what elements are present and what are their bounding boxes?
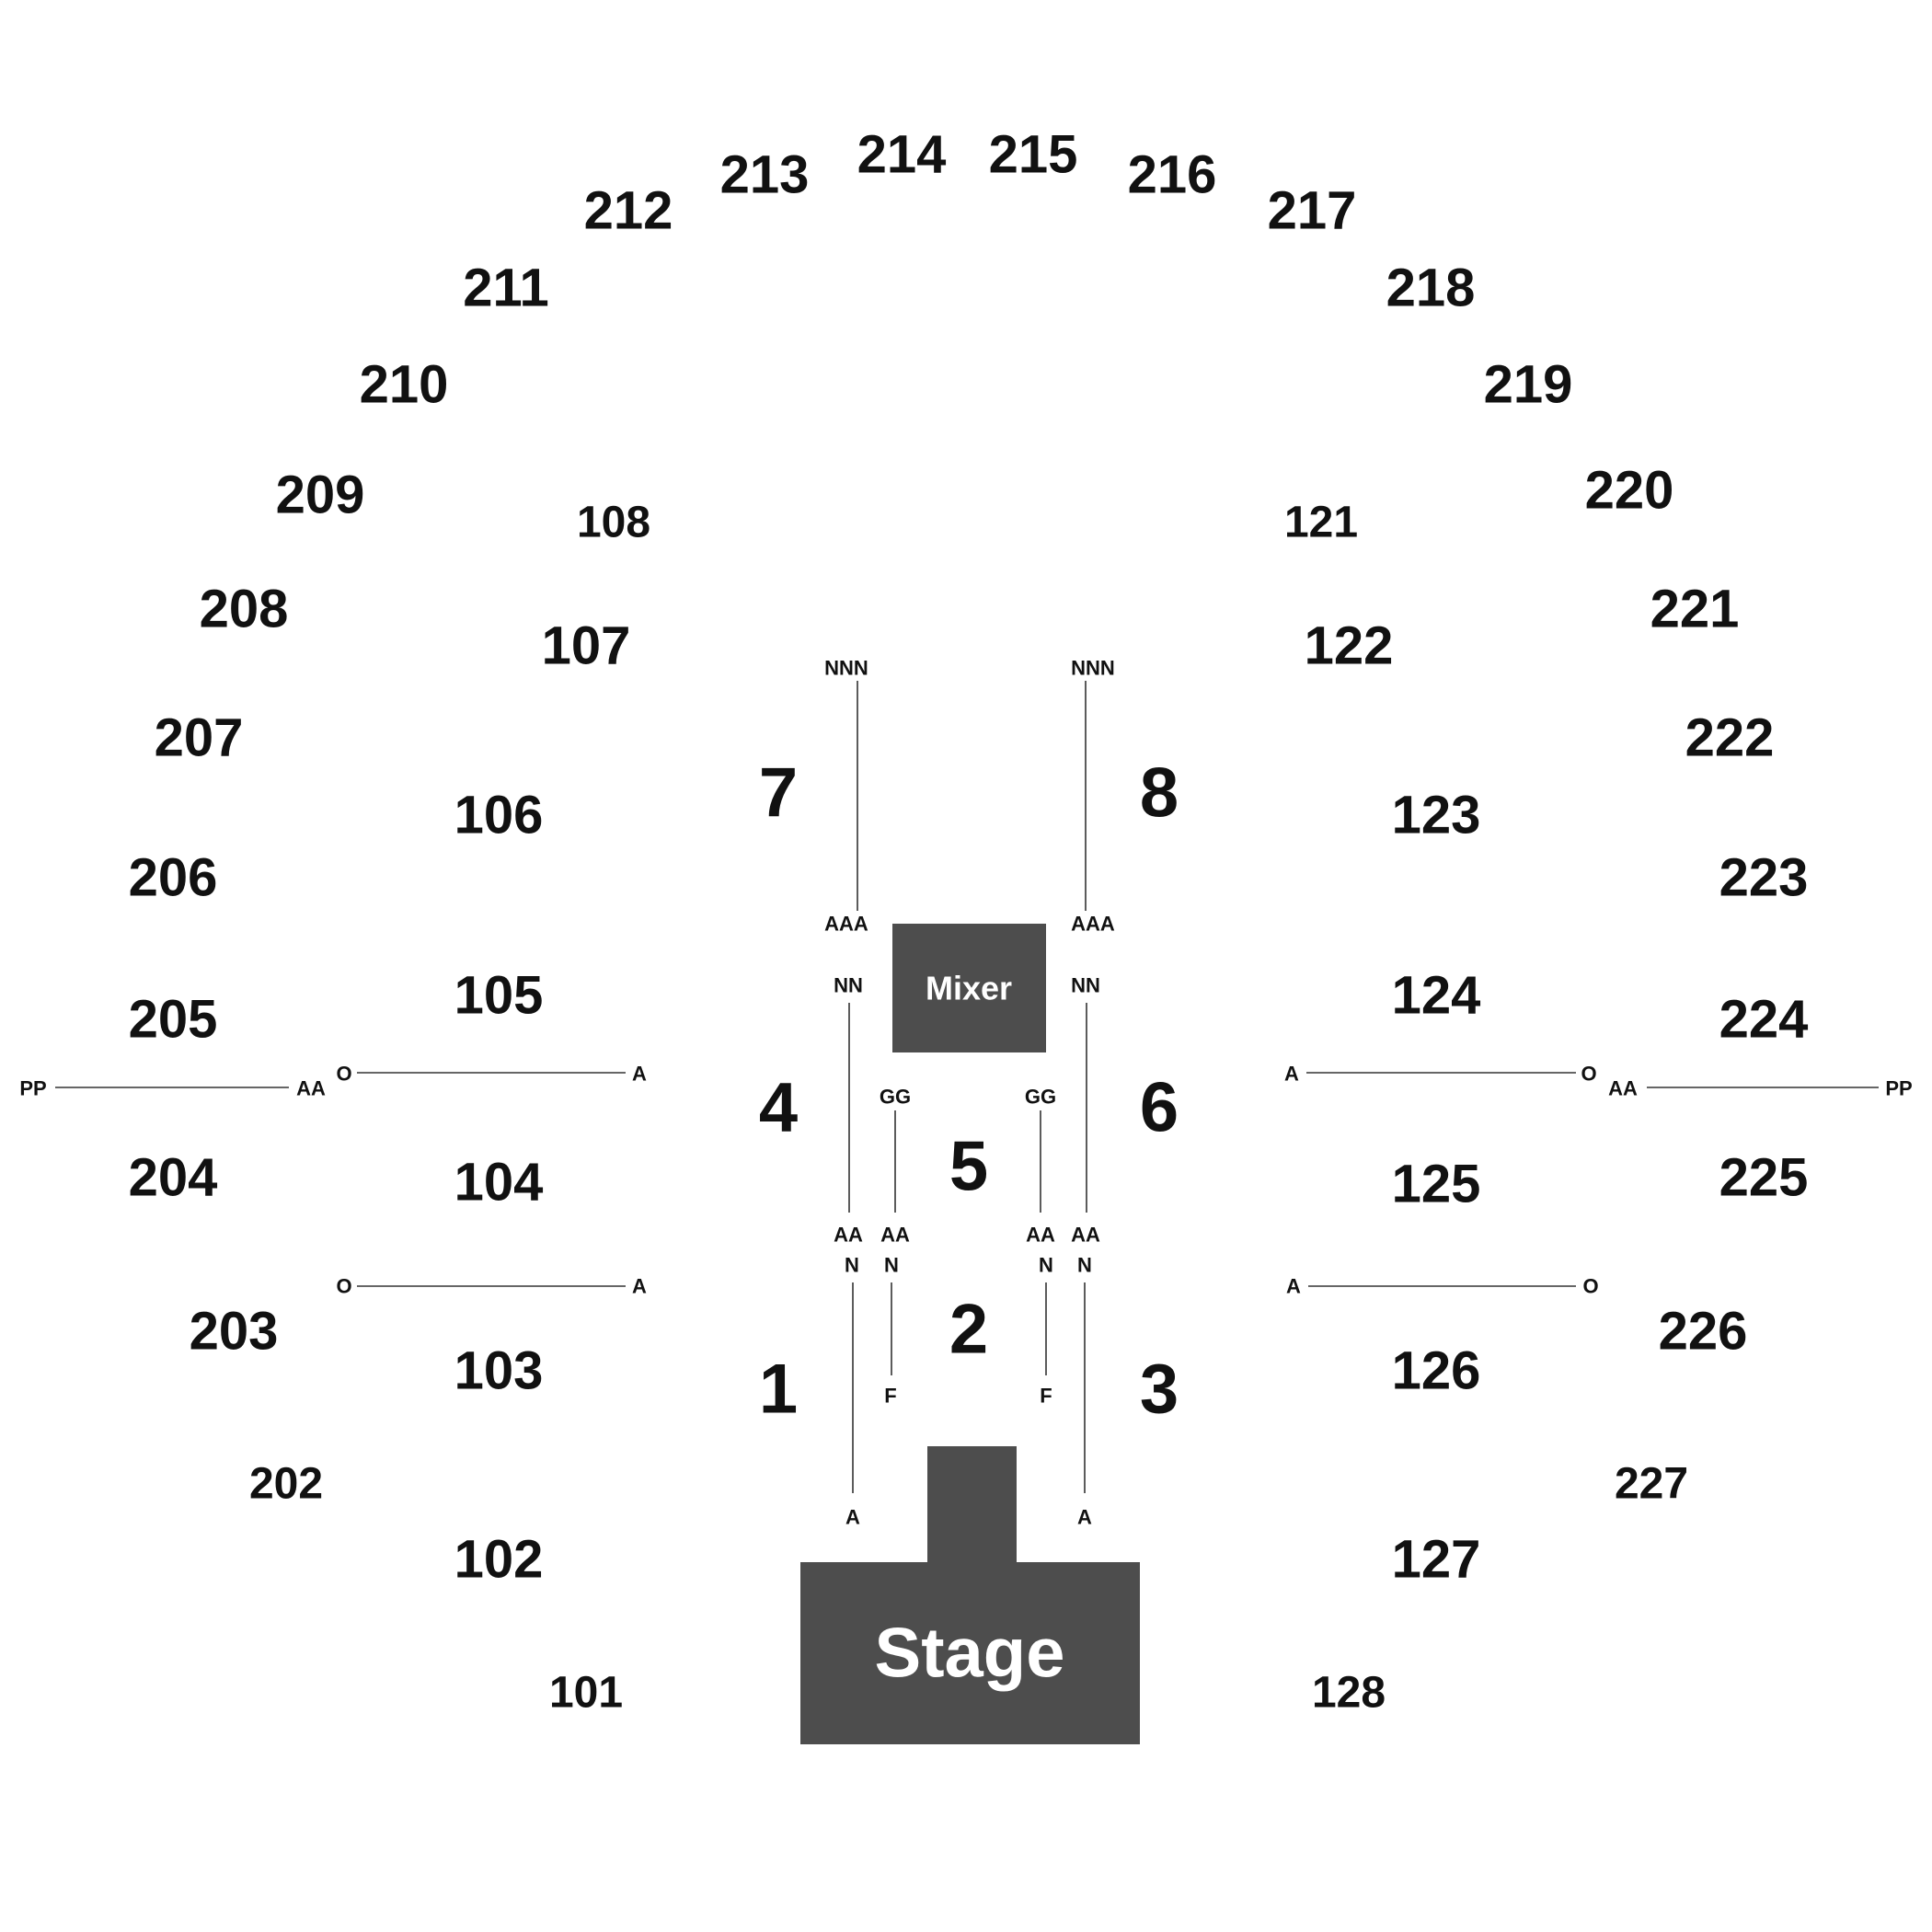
section-225[interactable]: 225: [1719, 1148, 1809, 1208]
section-223[interactable]: 223: [1719, 848, 1809, 908]
section-212[interactable]: 212: [584, 181, 673, 241]
row-label-aa: AA: [1071, 1224, 1100, 1247]
row-label-o: O: [336, 1063, 351, 1086]
stage-platform: [800, 1562, 1140, 1744]
stage-label: Stage: [875, 1615, 1065, 1693]
row-lines: [55, 681, 1879, 1493]
section-213[interactable]: 213: [720, 145, 810, 205]
row-label-n: N: [1077, 1254, 1092, 1277]
section-204[interactable]: 204: [129, 1148, 218, 1208]
row-label-aa: AA: [296, 1077, 326, 1100]
section-floor-3[interactable]: 3: [1140, 1351, 1179, 1429]
section-128[interactable]: 128: [1312, 1669, 1386, 1718]
row-label-a: A: [845, 1506, 860, 1529]
section-floor-1[interactable]: 1: [759, 1351, 798, 1429]
row-label-aaa: AAA: [824, 913, 868, 936]
section-102[interactable]: 102: [454, 1530, 544, 1590]
section-floor-8[interactable]: 8: [1140, 754, 1179, 833]
row-label-n: N: [1039, 1254, 1053, 1277]
section-205[interactable]: 205: [129, 990, 218, 1050]
section-121[interactable]: 121: [1284, 499, 1358, 547]
section-floor-2[interactable]: 2: [949, 1291, 988, 1369]
row-label-nn: NN: [834, 974, 863, 997]
row-label-a: A: [1284, 1063, 1299, 1086]
row-label-o: O: [1581, 1063, 1596, 1086]
section-227[interactable]: 227: [1615, 1460, 1688, 1509]
stage[interactable]: Stage: [800, 1446, 1140, 1744]
section-203[interactable]: 203: [190, 1302, 279, 1362]
mixer-booth: [892, 924, 1046, 1052]
row-label-f: F: [884, 1385, 896, 1408]
section-107[interactable]: 107: [542, 616, 631, 676]
row-label-n: N: [884, 1254, 899, 1277]
row-label-aa: AA: [834, 1224, 863, 1247]
section-217[interactable]: 217: [1268, 181, 1357, 241]
row-markers: NNN NNN AAA AAA NN NN GG GG AA AA AA AA …: [19, 657, 1912, 1529]
mixer-label: Mixer: [926, 970, 1012, 1007]
row-label-f: F: [1040, 1385, 1052, 1408]
section-224[interactable]: 224: [1719, 990, 1809, 1050]
section-floor-6[interactable]: 6: [1140, 1069, 1179, 1147]
section-209[interactable]: 209: [276, 466, 365, 525]
row-label-nnn: NNN: [824, 657, 868, 680]
row-label-pp: PP: [19, 1077, 46, 1100]
section-108[interactable]: 108: [577, 499, 650, 547]
section-206[interactable]: 206: [129, 848, 218, 908]
section-210[interactable]: 210: [360, 355, 449, 415]
section-219[interactable]: 219: [1484, 355, 1573, 415]
section-127[interactable]: 127: [1392, 1530, 1481, 1590]
section-208[interactable]: 208: [200, 580, 289, 639]
section-211[interactable]: 211: [463, 259, 549, 318]
row-label-pp: PP: [1885, 1077, 1912, 1100]
section-216[interactable]: 216: [1128, 145, 1217, 205]
section-125[interactable]: 125: [1392, 1155, 1481, 1214]
section-222[interactable]: 222: [1685, 708, 1775, 768]
section-226[interactable]: 226: [1659, 1302, 1748, 1362]
row-label-nn: NN: [1071, 974, 1100, 997]
row-label-a: A: [1286, 1275, 1301, 1298]
section-105[interactable]: 105: [454, 966, 544, 1026]
section-207[interactable]: 207: [155, 708, 244, 768]
mixer[interactable]: Mixer: [892, 924, 1046, 1052]
section-123[interactable]: 123: [1392, 786, 1481, 845]
section-124[interactable]: 124: [1392, 966, 1481, 1026]
section-215[interactable]: 215: [989, 125, 1078, 185]
section-218[interactable]: 218: [1386, 259, 1476, 318]
section-221[interactable]: 221: [1650, 580, 1740, 639]
row-label-aaa: AAA: [1071, 913, 1115, 936]
row-label-o: O: [336, 1275, 351, 1298]
section-103[interactable]: 103: [454, 1341, 544, 1401]
floor-sections: 1 2 3 4 5 6 7 8: [759, 754, 1179, 1429]
section-floor-4[interactable]: 4: [759, 1069, 798, 1147]
row-label-aa: AA: [1608, 1077, 1638, 1100]
section-220[interactable]: 220: [1585, 461, 1674, 521]
row-label-nnn: NNN: [1071, 657, 1115, 680]
section-126[interactable]: 126: [1392, 1341, 1481, 1401]
row-label-gg: GG: [1025, 1086, 1056, 1109]
row-label-o: O: [1582, 1275, 1598, 1298]
row-label-n: N: [845, 1254, 859, 1277]
section-floor-5[interactable]: 5: [949, 1128, 988, 1206]
row-label-aa: AA: [880, 1224, 910, 1247]
sections-200-level: 202 203 204 205 206 207 208 209 210 211 …: [129, 125, 1809, 1509]
section-122[interactable]: 122: [1305, 616, 1394, 676]
row-label-a: A: [1077, 1506, 1092, 1529]
row-label-gg: GG: [880, 1086, 911, 1109]
section-106[interactable]: 106: [454, 786, 544, 845]
section-202[interactable]: 202: [249, 1460, 323, 1509]
section-floor-7[interactable]: 7: [759, 754, 798, 833]
section-104[interactable]: 104: [454, 1153, 544, 1213]
stage-thrust: [927, 1446, 1017, 1564]
row-label-a: A: [632, 1275, 647, 1298]
section-101[interactable]: 101: [549, 1669, 623, 1718]
row-label-aa: AA: [1026, 1224, 1055, 1247]
section-214[interactable]: 214: [857, 125, 947, 185]
row-label-a: A: [632, 1063, 647, 1086]
sections-100-level: 101 102 103 104 105 106 107 108 121 122 …: [454, 499, 1481, 1718]
